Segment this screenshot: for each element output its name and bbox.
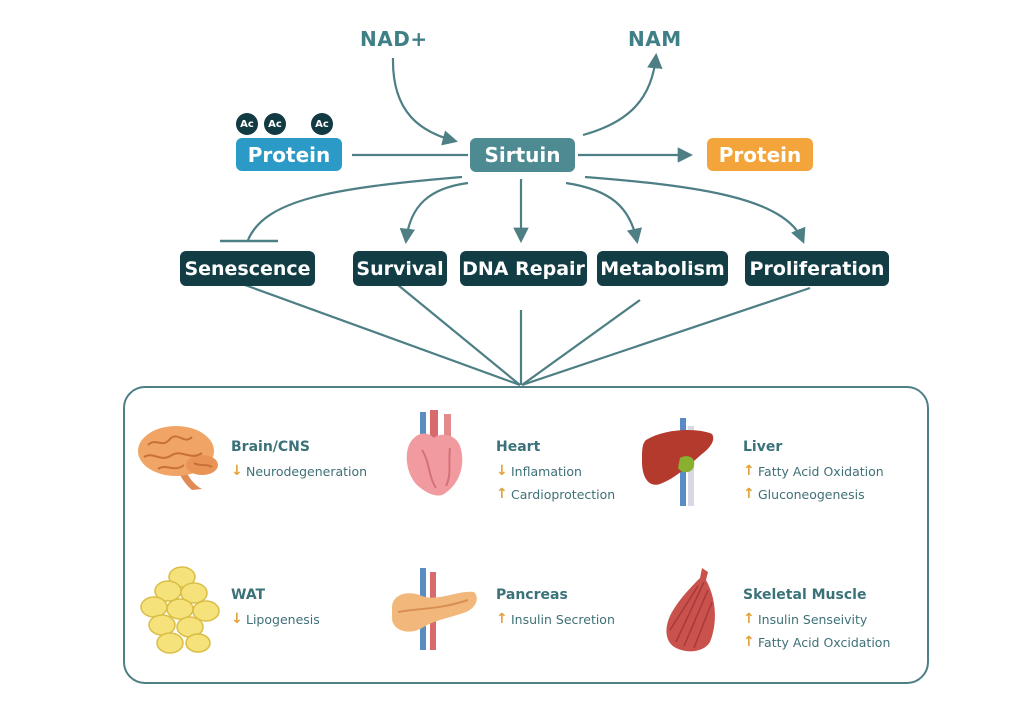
sirtuin-to-metabolism-arrow	[565, 181, 642, 245]
nad-label: NAD+	[360, 27, 428, 51]
acetyl-mark: Ac	[264, 113, 286, 135]
effect-pancreas-1: ↑ Insulin Secretion	[496, 611, 615, 627]
outcome-dna-repair: DNA Repair	[460, 251, 587, 286]
acetyl-mark: Ac	[311, 113, 333, 135]
acetylated-protein-box: Protein	[236, 138, 342, 171]
fan-line-survival	[397, 284, 521, 386]
sirtuin-to-survival-arrow	[399, 181, 469, 245]
down-arrow-icon: ↓	[231, 611, 243, 627]
effect-wat-1: ↓ Lipogenesis	[231, 611, 320, 627]
pancreas-icon	[392, 568, 477, 650]
organ-title-pancreas: Pancreas	[496, 587, 568, 603]
up-arrow-icon: ↑	[496, 486, 508, 502]
fan-line-senescence	[244, 283, 521, 387]
effect-text: Fatty Acid Oxidation	[758, 463, 884, 479]
outcome-survival: Survival	[353, 251, 447, 286]
organ-title-skeletal-muscle: Skeletal Muscle	[743, 587, 867, 603]
up-arrow-icon: ↑	[496, 611, 508, 627]
sirtuin-to-nam-arrow	[582, 52, 663, 137]
acetyl-mark: Ac	[236, 113, 258, 135]
effect-muscle-2: ↑ Fatty Acid Oxcidation	[743, 634, 890, 650]
outcome-senescence: Senescence	[180, 251, 315, 286]
outcome-proliferation: Proliferation	[745, 251, 889, 286]
fan-line-metabolism	[521, 299, 641, 386]
heart-icon	[406, 410, 463, 496]
effect-heart-1: ↓ Inflamation	[496, 463, 582, 479]
nam-label: NAM	[628, 27, 682, 51]
organ-title-brain: Brain/CNS	[231, 439, 310, 455]
brain-icon	[138, 426, 218, 490]
sirtuin-to-proliferation-arrow	[584, 175, 806, 244]
effect-text: Lipogenesis	[246, 611, 320, 627]
sirtuin-box: Sirtuin	[470, 138, 575, 172]
liver-icon	[642, 418, 714, 506]
down-arrow-icon: ↓	[496, 463, 508, 479]
down-arrow-icon: ↓	[231, 463, 243, 479]
sirtuin-inhibits-senescence	[246, 175, 463, 241]
deacetylated-protein-box: Protein	[707, 138, 813, 171]
adipose-tissue-icon	[140, 566, 220, 654]
effect-text: Neurodegeneration	[246, 463, 368, 479]
effect-text: Fatty Acid Oxcidation	[758, 634, 891, 650]
up-arrow-icon: ↑	[743, 611, 755, 627]
effect-text: Insulin Senseivity	[758, 611, 868, 627]
effect-heart-2: ↑ Cardioprotection	[496, 486, 615, 502]
effect-liver-1: ↑ Fatty Acid Oxidation	[743, 463, 884, 479]
organ-title-wat: WAT	[231, 587, 266, 603]
organ-title-heart: Heart	[496, 439, 541, 455]
up-arrow-icon: ↑	[743, 463, 755, 479]
effect-liver-2: ↑ Gluconeogenesis	[743, 486, 865, 502]
effect-text: Insulin Secretion	[511, 611, 615, 627]
muscle-icon	[666, 568, 715, 652]
effect-muscle-1: ↑ Insulin Senseivity	[743, 611, 867, 627]
effect-text: Cardioprotection	[511, 486, 616, 502]
fan-line-proliferation	[521, 286, 811, 387]
effect-text: Inflamation	[511, 463, 582, 479]
outcome-metabolism: Metabolism	[597, 251, 728, 286]
effect-text: Gluconeogenesis	[758, 486, 865, 502]
organ-title-liver: Liver	[743, 439, 783, 455]
up-arrow-icon: ↑	[743, 486, 755, 502]
effect-brain-1: ↓ Neurodegeneration	[231, 463, 367, 479]
organ-effects-panel	[123, 386, 929, 684]
up-arrow-icon: ↑	[743, 634, 755, 650]
nad-to-sirtuin-arrow	[391, 57, 458, 146]
